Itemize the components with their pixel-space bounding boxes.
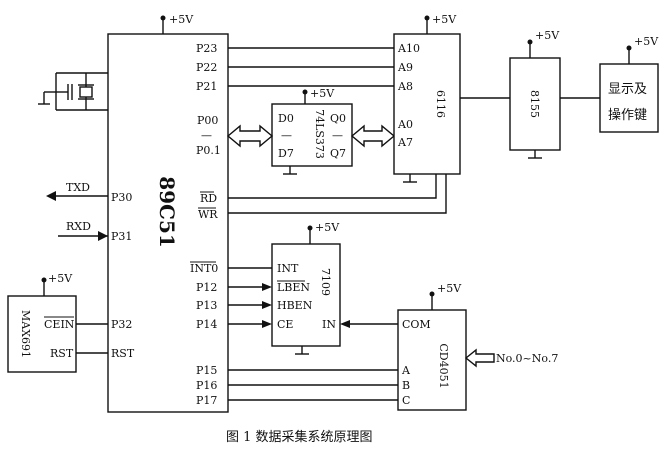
pin-rst-mcu: RST xyxy=(111,347,135,360)
latch-power-label: +5V xyxy=(310,87,335,100)
latch-d0: D0 xyxy=(278,112,294,125)
txd-label: TXD xyxy=(66,181,90,194)
mux-pin-a: A xyxy=(401,364,411,377)
max691-label: MAX691 xyxy=(19,310,32,358)
display-label-line1: 显示及 xyxy=(608,82,647,97)
adc-power-dot xyxy=(307,225,313,231)
pin-p14: P14 xyxy=(196,318,217,331)
adc-pin-int: INT xyxy=(277,262,299,275)
mux-power-label: +5V xyxy=(437,282,462,295)
mux-box xyxy=(397,309,467,411)
latch-box xyxy=(271,103,353,167)
mcu-label: 89C51 xyxy=(155,176,179,248)
adc-pin-hben: HBEN xyxy=(277,299,313,312)
mux-input-label: No.0~No.7 xyxy=(496,352,558,365)
ram-pin-a0: A0 xyxy=(397,118,413,131)
pin-p12: P12 xyxy=(196,281,217,294)
arrow-com-in-icon xyxy=(340,320,350,328)
rxd-arrow-icon xyxy=(98,231,108,241)
adc-pin-in: IN xyxy=(322,318,336,331)
ram-power-label: +5V xyxy=(432,13,457,26)
pin-p23: P23 xyxy=(196,42,217,55)
arrow-p14-icon xyxy=(262,320,272,328)
pin-p21: P21 xyxy=(196,80,217,93)
mcu-power-dot xyxy=(160,15,166,21)
ram-pin-a10: A10 xyxy=(397,42,420,55)
latch-power-dot xyxy=(302,89,308,95)
ppi-label: 8155 xyxy=(528,90,541,118)
wire-wr xyxy=(228,174,447,214)
latch-label: 74LS373 xyxy=(313,109,326,159)
figure-caption: 图 1 数据采集系统原理图 xyxy=(226,429,373,445)
mcu-power-label: +5V xyxy=(169,13,194,26)
pin-wr: WR xyxy=(198,208,218,221)
max691-pin-cein: CEIN xyxy=(44,318,75,331)
analog-input-arrow-icon xyxy=(464,348,495,368)
ram-pin-a9: A9 xyxy=(397,61,413,74)
display-box xyxy=(599,63,659,133)
pin-p16: P16 xyxy=(196,379,217,392)
display-power-dot xyxy=(626,45,632,51)
ram-pin-a7: A7 xyxy=(397,136,413,149)
wire-rd xyxy=(228,174,437,199)
pin-p17: P17 xyxy=(196,394,217,407)
mux-pin-com: COM xyxy=(402,318,431,331)
mcu-box xyxy=(107,33,229,413)
adc-label: 7109 xyxy=(319,268,332,296)
crystal-oscillator xyxy=(38,72,108,111)
pin-p01: P0.1 xyxy=(196,144,221,157)
ram-power-dot xyxy=(424,15,430,21)
max691-power-label: +5V xyxy=(48,272,73,285)
adc-pin-lben: LBEN xyxy=(277,281,310,294)
pin-p31: P31 xyxy=(111,230,132,243)
pin-p15: P15 xyxy=(196,364,217,377)
pin-p30: P30 xyxy=(111,191,132,204)
adc-box xyxy=(271,243,341,347)
ram-pin-a8: A8 xyxy=(397,80,413,93)
mux-label: CD4051 xyxy=(437,343,450,388)
arrow-p13-icon xyxy=(262,301,272,309)
ppi-power-label: +5V xyxy=(535,29,560,42)
max691-box xyxy=(7,295,77,373)
pin-p0-dash: — xyxy=(201,129,212,142)
display-power-label: +5V xyxy=(634,35,659,48)
max691-power-dot xyxy=(41,277,47,283)
ppi-power-dot xyxy=(527,39,533,45)
rxd-label: RXD xyxy=(66,220,91,233)
latch-q0: Q0 xyxy=(330,112,346,125)
pin-int0: INT0 xyxy=(190,262,218,275)
pin-p13: P13 xyxy=(196,299,217,312)
txd-arrow-icon xyxy=(46,191,56,201)
bus-arrow-latch-ram-icon xyxy=(350,124,396,148)
display-label-line2: 操作键 xyxy=(608,107,647,123)
adc-pin-ce: CE xyxy=(277,318,293,331)
latch-q-dash: — xyxy=(332,129,343,142)
max691-pin-rst: RST xyxy=(50,347,74,360)
mux-pin-b: B xyxy=(402,379,410,392)
pin-rd: RD xyxy=(200,192,217,205)
mux-power-dot xyxy=(429,291,435,297)
arrow-p12-icon xyxy=(262,283,272,291)
ppi-box xyxy=(509,57,561,151)
ram-box xyxy=(393,33,461,175)
adc-power-label: +5V xyxy=(315,221,340,234)
pin-p32: P32 xyxy=(111,318,132,331)
pin-p00: P00 xyxy=(197,114,218,127)
ram-label: 6116 xyxy=(434,90,447,118)
pin-p22: P22 xyxy=(196,61,217,74)
bus-arrow-mcu-latch-icon xyxy=(226,124,274,148)
latch-d7: D7 xyxy=(278,147,294,160)
latch-q7: Q7 xyxy=(330,147,346,160)
latch-d-dash: — xyxy=(281,129,292,142)
mux-pin-c: C xyxy=(402,394,410,407)
